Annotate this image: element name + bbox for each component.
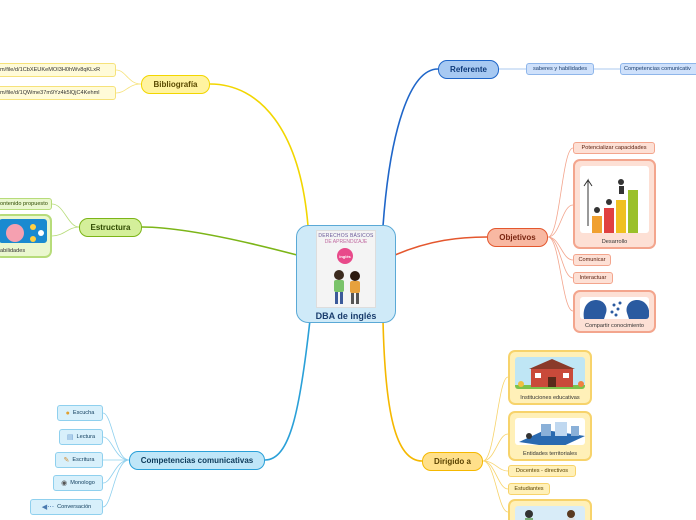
school-illustration: [515, 359, 585, 389]
speaking-head-icon: ◉: [61, 480, 68, 487]
book-badge: Inglés: [337, 248, 353, 264]
branch-objetivos[interactable]: Objetivos: [487, 228, 548, 247]
referente-child[interactable]: saberes y habilidades: [526, 63, 594, 75]
people-illustration: [525, 510, 575, 520]
compartir-caption: Compartir conocimiento: [584, 323, 645, 329]
objetivo-potencializar[interactable]: Potencializar capacidades: [573, 142, 655, 154]
escritura-label: Escritura: [72, 457, 95, 463]
entities-illustration: [519, 422, 585, 445]
objetivo-comunicar[interactable]: Comunicar: [573, 254, 611, 266]
competencia-conversacion[interactable]: ◀⋯ Conversación: [30, 499, 103, 515]
competencia-escritura[interactable]: ✎ Escritura: [55, 452, 103, 468]
dirigido-image-partial[interactable]: [508, 499, 592, 520]
conversacion-label: Conversación: [57, 504, 92, 510]
brain-illustration: [6, 224, 44, 242]
speaker-icon: ◀⋯: [41, 504, 55, 511]
stairs-illustration: [583, 178, 638, 233]
objetivo-desarrollo[interactable]: Desarrollo: [573, 159, 656, 249]
desarrollo-caption: Desarrollo: [601, 239, 628, 245]
people-image: [515, 506, 585, 520]
book-subtitle: DE APRENDIZAJE: [324, 239, 368, 245]
pen-icon: ✎: [63, 457, 70, 464]
objetivo-interactuar[interactable]: Interactuar: [573, 272, 613, 284]
school-image: [515, 357, 585, 389]
heads-illustration: [583, 300, 649, 319]
escucha-label: Escucha: [72, 410, 95, 416]
sharing-heads-image: [580, 297, 649, 319]
branch-competencias[interactable]: Competencias comunicativas: [129, 451, 265, 470]
bibliografia-link-2[interactable]: m/file/d/1QWme37m9Yz4k5lQjC4Kehml: [0, 86, 116, 100]
branch-bibliografia[interactable]: Bibliografía: [141, 75, 210, 94]
lectura-label: Lectura: [76, 434, 96, 440]
book-title: DERECHOS BÁSICOS: [318, 233, 374, 239]
book-cover-image: DERECHOS BÁSICOS DE APRENDIZAJE Inglés: [316, 230, 376, 308]
dirigido-docentes[interactable]: Docentes - directivos: [508, 465, 576, 477]
dirigido-estudiantes[interactable]: Estudiantes: [508, 483, 550, 495]
monologo-label: Monologo: [70, 480, 95, 486]
central-title: DBA de inglés: [315, 311, 377, 321]
children-illustration: [334, 270, 360, 304]
competencia-monologo[interactable]: ◉ Monologo: [53, 475, 103, 491]
branch-referente[interactable]: Referente: [438, 60, 499, 79]
territorial-entities-image: [515, 418, 585, 445]
book-icon: ▤: [66, 434, 74, 441]
competencia-escucha[interactable]: ● Escucha: [57, 405, 103, 421]
skills-image: [0, 219, 47, 243]
branch-dirigido[interactable]: Dirigido a: [422, 452, 483, 471]
estructura-contenido[interactable]: ontenido propuesto: [0, 198, 52, 210]
ear-icon: ●: [65, 409, 70, 417]
habilidades-caption: abilidades: [0, 248, 26, 254]
competencia-lectura[interactable]: ▤ Lectura: [59, 429, 103, 445]
objetivo-compartir[interactable]: Compartir conocimiento: [573, 290, 656, 333]
instituciones-caption: Instituciones educativas: [520, 395, 580, 401]
dirigido-entidades[interactable]: Entidades territoriales: [508, 411, 592, 461]
growth-stairs-image: [580, 166, 649, 233]
branch-estructura[interactable]: Estructura: [79, 218, 142, 237]
estructura-habilidades[interactable]: abilidades: [0, 214, 52, 258]
referente-grandchild[interactable]: Competencias comunicativ: [620, 63, 696, 75]
central-topic[interactable]: DERECHOS BÁSICOS DE APRENDIZAJE Inglés D…: [296, 225, 396, 323]
dirigido-instituciones[interactable]: Instituciones educativas: [508, 350, 592, 405]
entidades-caption: Entidades territoriales: [522, 451, 578, 457]
bibliografia-link-1[interactable]: m/file/d/1CbXEUKeMOI3H0hWv8qKLxR: [0, 63, 116, 77]
